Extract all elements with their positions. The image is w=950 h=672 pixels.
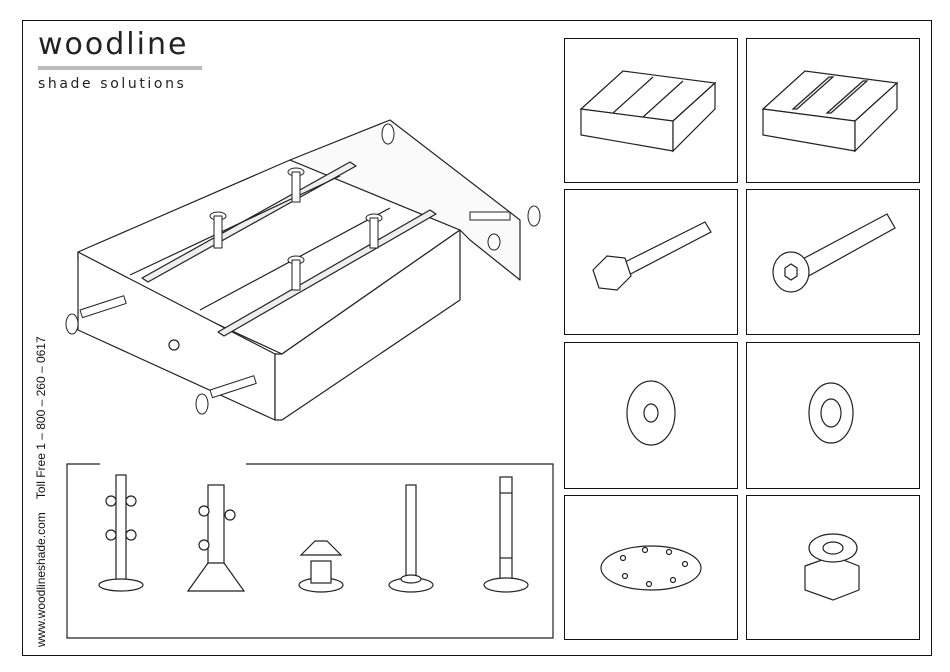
toll-free-text: Toll Free 1 – 800 – 260 – 0617 [34, 336, 48, 499]
part-cell-5 [564, 342, 738, 489]
contact-info: www.woodlineshade.com Toll Free 1 – 800 … [34, 326, 48, 647]
socket-head-bolt-icon [773, 214, 895, 292]
part-cell-2 [746, 38, 920, 183]
part-cell-1 [564, 38, 738, 183]
assembly-icon [66, 120, 540, 420]
flat-washer-icon [627, 381, 675, 445]
hex-bolt-icon [593, 222, 711, 290]
nylon-lock-nut-icon [805, 534, 859, 600]
wood-block-icon [581, 71, 715, 151]
brand-logo: woodline shade solutions [38, 28, 202, 92]
part-cell-6 [746, 342, 920, 489]
main-assembly-drawing [50, 100, 560, 440]
base-plate-icon [601, 546, 701, 590]
part-cell-4 [746, 189, 920, 335]
pole-base-clamp-icon [188, 485, 244, 591]
brand-rule [38, 66, 202, 70]
tilt-base-icon [299, 541, 343, 592]
part-cell-3 [564, 189, 738, 335]
brand-tagline: shade solutions [38, 76, 202, 92]
part-cell-8 [746, 495, 920, 640]
bases-panel [66, 463, 554, 639]
brand-name: woodline [38, 28, 202, 62]
lock-washer-icon [809, 383, 853, 443]
perforated-pole-base-icon [484, 477, 528, 592]
pole-base-knobs-icon [99, 475, 143, 591]
plain-pole-base-icon [389, 485, 433, 592]
website-text: www.woodlineshade.com [34, 512, 48, 647]
wood-block-slotted-icon [763, 71, 897, 151]
part-cell-7 [564, 495, 738, 640]
